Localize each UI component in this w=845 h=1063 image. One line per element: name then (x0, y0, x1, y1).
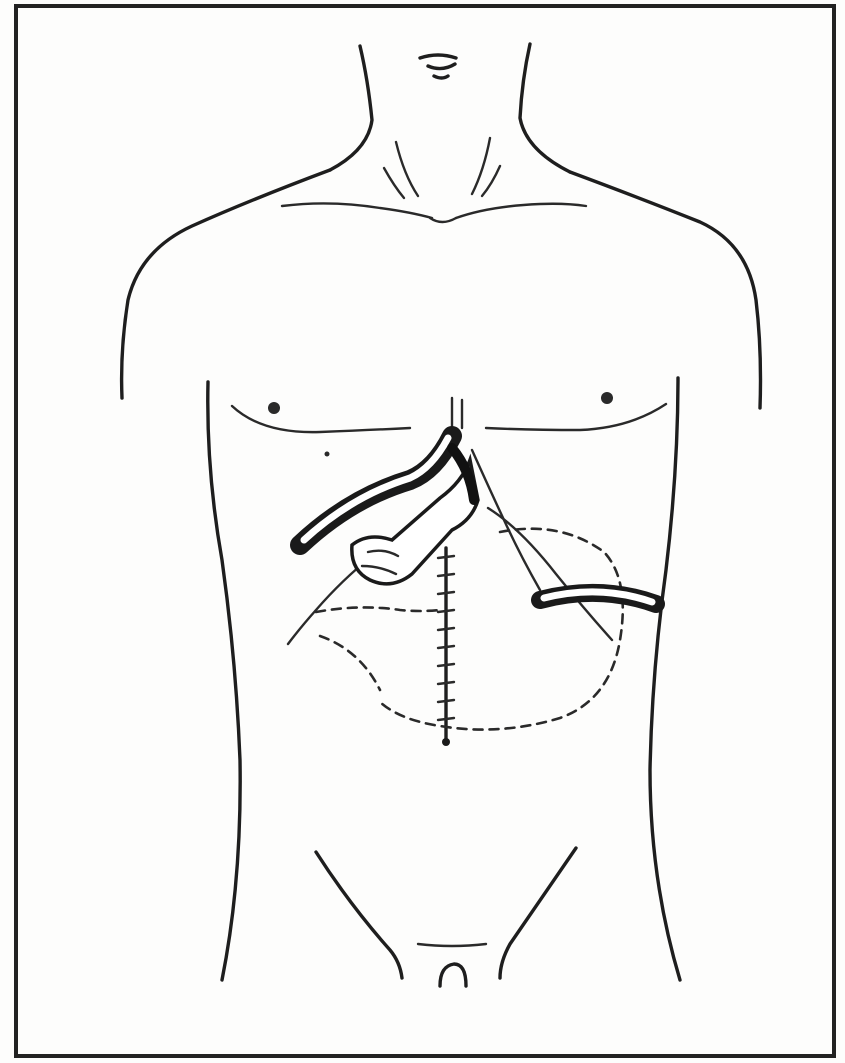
incision-flaps (288, 450, 612, 644)
chin-outline (420, 55, 456, 78)
shoulders (122, 170, 761, 408)
midline-sutures (438, 548, 454, 746)
groin-outline (316, 848, 576, 986)
right-drain-tube (540, 592, 656, 604)
torso-outline (208, 378, 680, 980)
clavicles (282, 203, 586, 222)
sternum-marks (452, 398, 462, 430)
